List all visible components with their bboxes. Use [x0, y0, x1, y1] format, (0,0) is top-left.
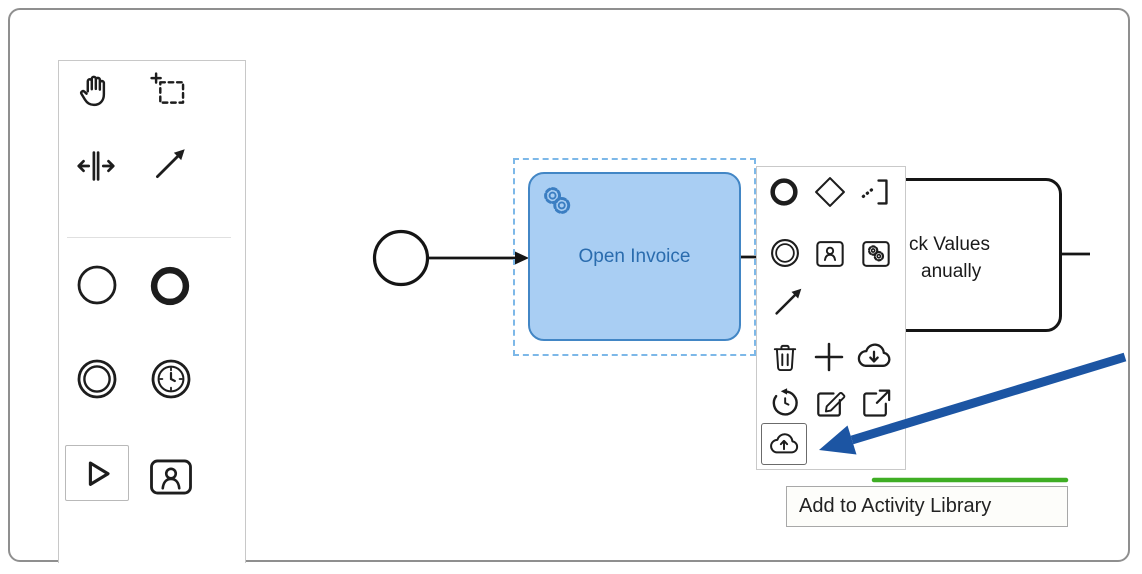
start-event-icon[interactable] [73, 261, 121, 309]
task-label-line1: ck Values [909, 234, 990, 255]
cloud-download-icon[interactable] [853, 335, 895, 377]
play-triangle-icon [88, 461, 110, 486]
tooltip-text: Add to Activity Library [799, 495, 992, 517]
selection-dashed-outline [513, 158, 756, 356]
gateway-icon[interactable] [811, 173, 849, 211]
add-to-library-button[interactable] [761, 423, 807, 465]
task-label-line2: anually [921, 261, 982, 282]
space-tool-icon[interactable] [73, 143, 119, 189]
task-open-invoice[interactable]: Open Invoice [528, 172, 741, 341]
plus-icon[interactable] [809, 337, 849, 377]
play-triangle-tool[interactable] [65, 445, 129, 501]
palette-divider [67, 237, 231, 238]
connect-arrow-icon[interactable] [769, 283, 807, 321]
hand-tool-icon[interactable] [75, 69, 117, 111]
end-event-icon[interactable] [147, 263, 193, 309]
end-event-icon[interactable] [767, 175, 801, 209]
timer-event-icon[interactable] [147, 355, 195, 403]
intermediate-event-icon[interactable] [767, 235, 803, 271]
screenshot-frame [8, 8, 1130, 562]
cloud-upload-icon [770, 433, 799, 454]
user-task-icon[interactable] [811, 235, 849, 273]
palette [58, 60, 246, 563]
trash-icon[interactable] [767, 339, 803, 375]
lasso-tool-icon[interactable] [147, 69, 189, 111]
open-external-icon[interactable] [857, 384, 895, 422]
service-task-icon[interactable] [857, 235, 895, 273]
edit-icon[interactable] [811, 384, 849, 422]
connect-tool-icon[interactable] [149, 143, 191, 185]
tooltip-add-to-activity-library: Add to Activity Library [786, 486, 1068, 527]
service-gears-icon [544, 187, 571, 214]
task-label: Open Invoice [578, 245, 691, 267]
history-icon[interactable] [767, 385, 803, 421]
context-pad [756, 166, 906, 470]
intermediate-event-icon[interactable] [73, 355, 121, 403]
text-annotation-icon[interactable] [857, 173, 895, 211]
user-task-icon[interactable] [145, 451, 197, 503]
start-event[interactable] [372, 229, 430, 287]
